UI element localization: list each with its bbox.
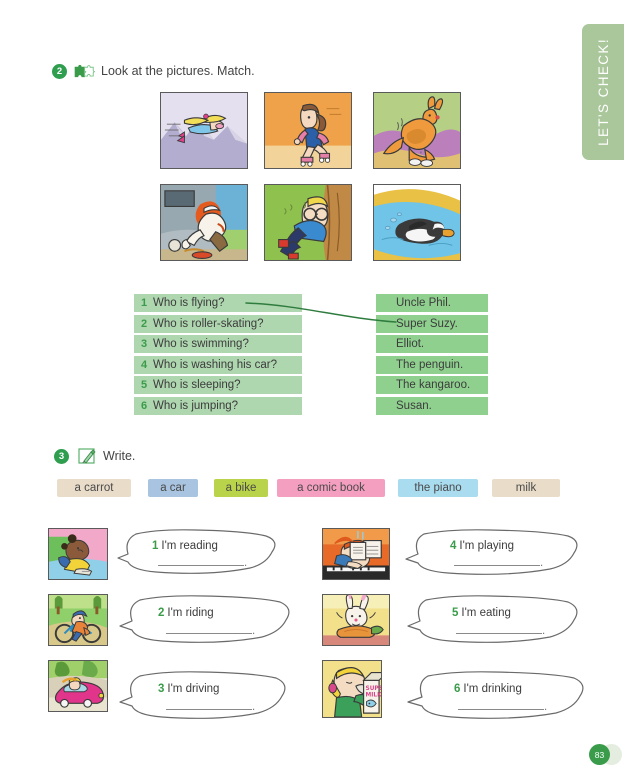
answer-text: Uncle Phil. [396, 297, 451, 309]
word-bank-item[interactable]: a car [148, 479, 198, 497]
page-number-badge: 83 [589, 744, 610, 765]
answer-text: The kangaroo. [396, 379, 471, 391]
question-number: 5 [141, 379, 148, 391]
match-question-row[interactable]: 4 Who is washing his car? [134, 355, 302, 374]
word-bank-item[interactable]: a bike [214, 479, 268, 497]
bubble-period: . [542, 625, 546, 637]
svg-text:MILK: MILK [366, 693, 381, 699]
bubble-prompt: I'm riding [167, 607, 214, 619]
answer-blank-line[interactable] [458, 700, 544, 710]
answer-blank-line[interactable] [456, 624, 542, 634]
match-answer-row[interactable]: Susan. [376, 396, 488, 415]
bubble-prompt: I'm drinking [463, 683, 522, 695]
match-questions-column: 1 Who is flying? 2 Who is roller-skating… [134, 294, 302, 417]
exercise-2-header: 2 Look at the pictures. Match. [52, 62, 255, 80]
picture-boy-sleeping [264, 184, 352, 261]
exercise-2-title: Look at the pictures. Match. [101, 64, 255, 78]
match-question-row[interactable]: 6 Who is jumping? [134, 396, 302, 415]
exercise-2-number: 2 [52, 63, 67, 79]
question-number: 2 [141, 317, 148, 330]
picture-man-washing-car [160, 184, 248, 261]
word-bank-item[interactable]: the piano [398, 479, 478, 497]
word-bank-item[interactable]: a comic book [277, 479, 385, 497]
bubble-prompt: I'm reading [161, 540, 218, 552]
match-answer-row[interactable]: The penguin. [376, 355, 488, 374]
match-question-row[interactable]: 5 Who is sleeping? [134, 376, 302, 394]
question-number: 4 [141, 358, 148, 371]
answer-blank-line[interactable] [166, 700, 252, 710]
bubble-period: . [244, 557, 248, 569]
question-text: Who is swimming? [153, 338, 249, 350]
section-tab-label: LET'S CHECK! [595, 38, 611, 146]
match-question-row[interactable]: 3 Who is swimming? [134, 335, 302, 353]
bubble-number: 2 [158, 607, 165, 619]
section-tab-lets-check: LET'S CHECK! [582, 24, 624, 160]
bubble-number: 5 [452, 607, 459, 619]
pencil-write-icon [78, 448, 96, 464]
question-text: Who is sleeping? [153, 379, 241, 391]
bubble-period: . [252, 701, 256, 713]
match-question-row[interactable]: 2 Who is roller-skating? [134, 314, 302, 333]
question-number: 6 [141, 399, 148, 412]
question-text: Who is roller-skating? [153, 317, 264, 330]
picture-rabbit-eating-carrot [322, 594, 390, 646]
match-answer-row[interactable]: The kangaroo. [376, 376, 488, 394]
match-answer-row[interactable]: Super Suzy. [376, 314, 488, 333]
word-bank-item[interactable]: milk [492, 479, 560, 497]
bubble-prompt: I'm eating [461, 607, 511, 619]
answer-text: Elliot. [396, 338, 425, 350]
match-answer-row[interactable]: Elliot. [376, 335, 488, 353]
answer-text: Super Suzy. [396, 317, 458, 330]
picture-person-playing-piano [322, 528, 390, 580]
bubble-prompt: I'm playing [459, 540, 515, 552]
bubble-number: 4 [450, 540, 457, 552]
exercise-3-title: Write. [103, 449, 136, 463]
question-text: Who is flying? [153, 297, 225, 309]
match-question-row[interactable]: 1 Who is flying? [134, 294, 302, 312]
match-answer-row[interactable]: Uncle Phil. [376, 294, 488, 312]
exercise-3-number: 3 [54, 448, 69, 464]
picture-boy-drinking-milk: SUPER MILK [322, 660, 382, 718]
bubble-number: 6 [454, 683, 461, 695]
bubble-number: 1 [152, 540, 159, 552]
question-number: 1 [141, 297, 148, 309]
puzzle-piece-icon [74, 64, 95, 78]
picture-woman-driving-car [48, 660, 108, 712]
picture-girl-roller-skating [264, 92, 352, 169]
bubble-period: . [544, 701, 548, 713]
answer-text: The penguin. [396, 358, 464, 371]
answer-blank-line[interactable] [158, 556, 244, 566]
picture-boy-riding-bike [48, 594, 108, 646]
word-bank-item[interactable]: a carrot [57, 479, 131, 497]
match-answers-column: Uncle Phil. Super Suzy. Elliot. The peng… [376, 294, 488, 417]
question-text: Who is washing his car? [153, 358, 277, 371]
picture-super-suzy-flying [160, 92, 248, 169]
bubble-period: . [252, 625, 256, 637]
picture-girl-reading-comic [48, 528, 108, 580]
bubble-period: . [540, 557, 544, 569]
question-text: Who is jumping? [153, 399, 239, 412]
picture-kangaroo-jumping [373, 92, 461, 169]
svg-text:SUPER: SUPER [366, 686, 381, 692]
bubble-prompt: I'm driving [167, 683, 220, 695]
bubble-number: 3 [158, 683, 165, 695]
picture-penguin-swimming [373, 184, 461, 261]
exercise-3-header: 3 Write. [54, 447, 135, 465]
answer-blank-line[interactable] [166, 624, 252, 634]
answer-blank-line[interactable] [454, 556, 540, 566]
answer-text: Susan. [396, 399, 432, 412]
question-number: 3 [141, 338, 148, 350]
